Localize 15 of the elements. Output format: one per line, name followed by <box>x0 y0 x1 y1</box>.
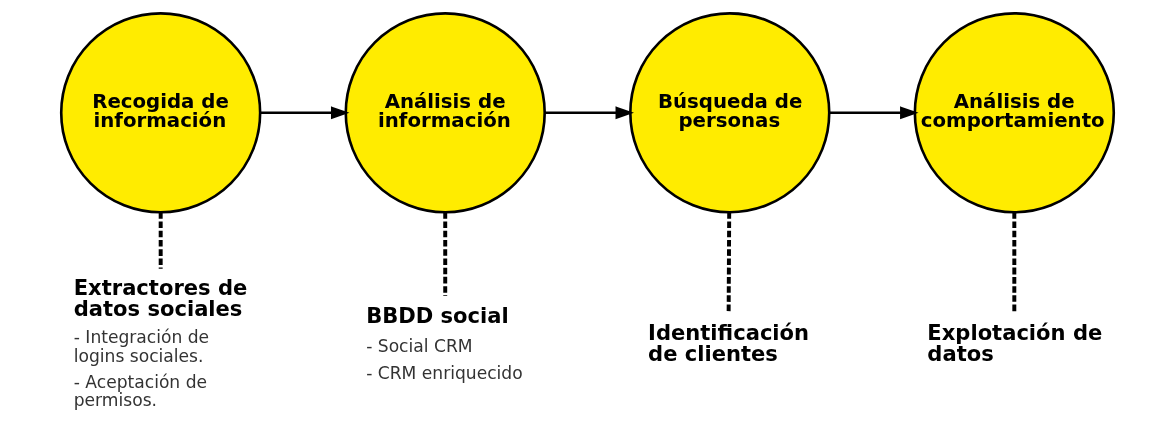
arrow <box>544 106 634 120</box>
connector <box>1011 212 1016 314</box>
node-circle: Análisis de comportamiento <box>913 12 1115 214</box>
node-text: Identificación de clientes <box>647 319 809 366</box>
connector <box>726 212 731 314</box>
connector <box>158 212 163 269</box>
connector <box>442 212 447 297</box>
node-text: Extractores de datos sociales - Integración de logins sociales. - Aceptación de permisos. <box>73 274 247 411</box>
node-text: BBDD social - Social CRM - CRM enriquecido <box>365 302 523 383</box>
node-circle: Análisis de información <box>343 12 546 214</box>
arrow <box>259 106 349 120</box>
node-circle: Búsqueda de personas <box>628 12 831 214</box>
node-circle: Recogida de información <box>59 12 261 214</box>
node-text: Explotación de datos <box>926 319 1102 366</box>
arrow <box>828 106 919 120</box>
